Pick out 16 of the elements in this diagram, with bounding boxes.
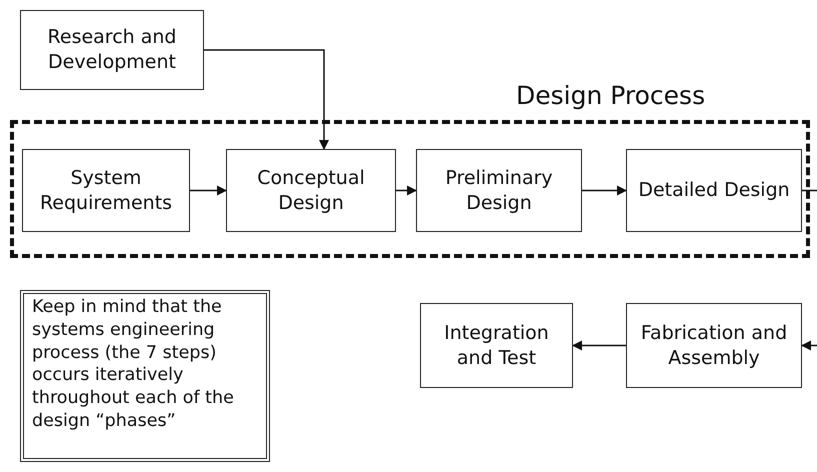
arrow [572,340,626,350]
note-box: Keep in mind that the systems engineering process (the 7 steps) occurs iteratively throughout each of the design “phases” [20,290,270,462]
process-box: Detailed Design [626,149,802,232]
process-box: Fabrication and Assembly [626,303,802,388]
arrow [396,186,417,196]
arrow [582,186,627,196]
connector-line [802,190,817,192]
group-heading: Design Process [516,80,706,112]
process-box: Conceptual Design [226,149,396,232]
process-box: Integration and Test [420,303,573,388]
process-box: System Requirements [22,149,190,232]
arrow [204,49,329,150]
arrow [801,340,817,350]
process-box: Preliminary Design [416,149,582,232]
process-box: Research and Development [20,10,204,90]
arrow [190,186,227,196]
